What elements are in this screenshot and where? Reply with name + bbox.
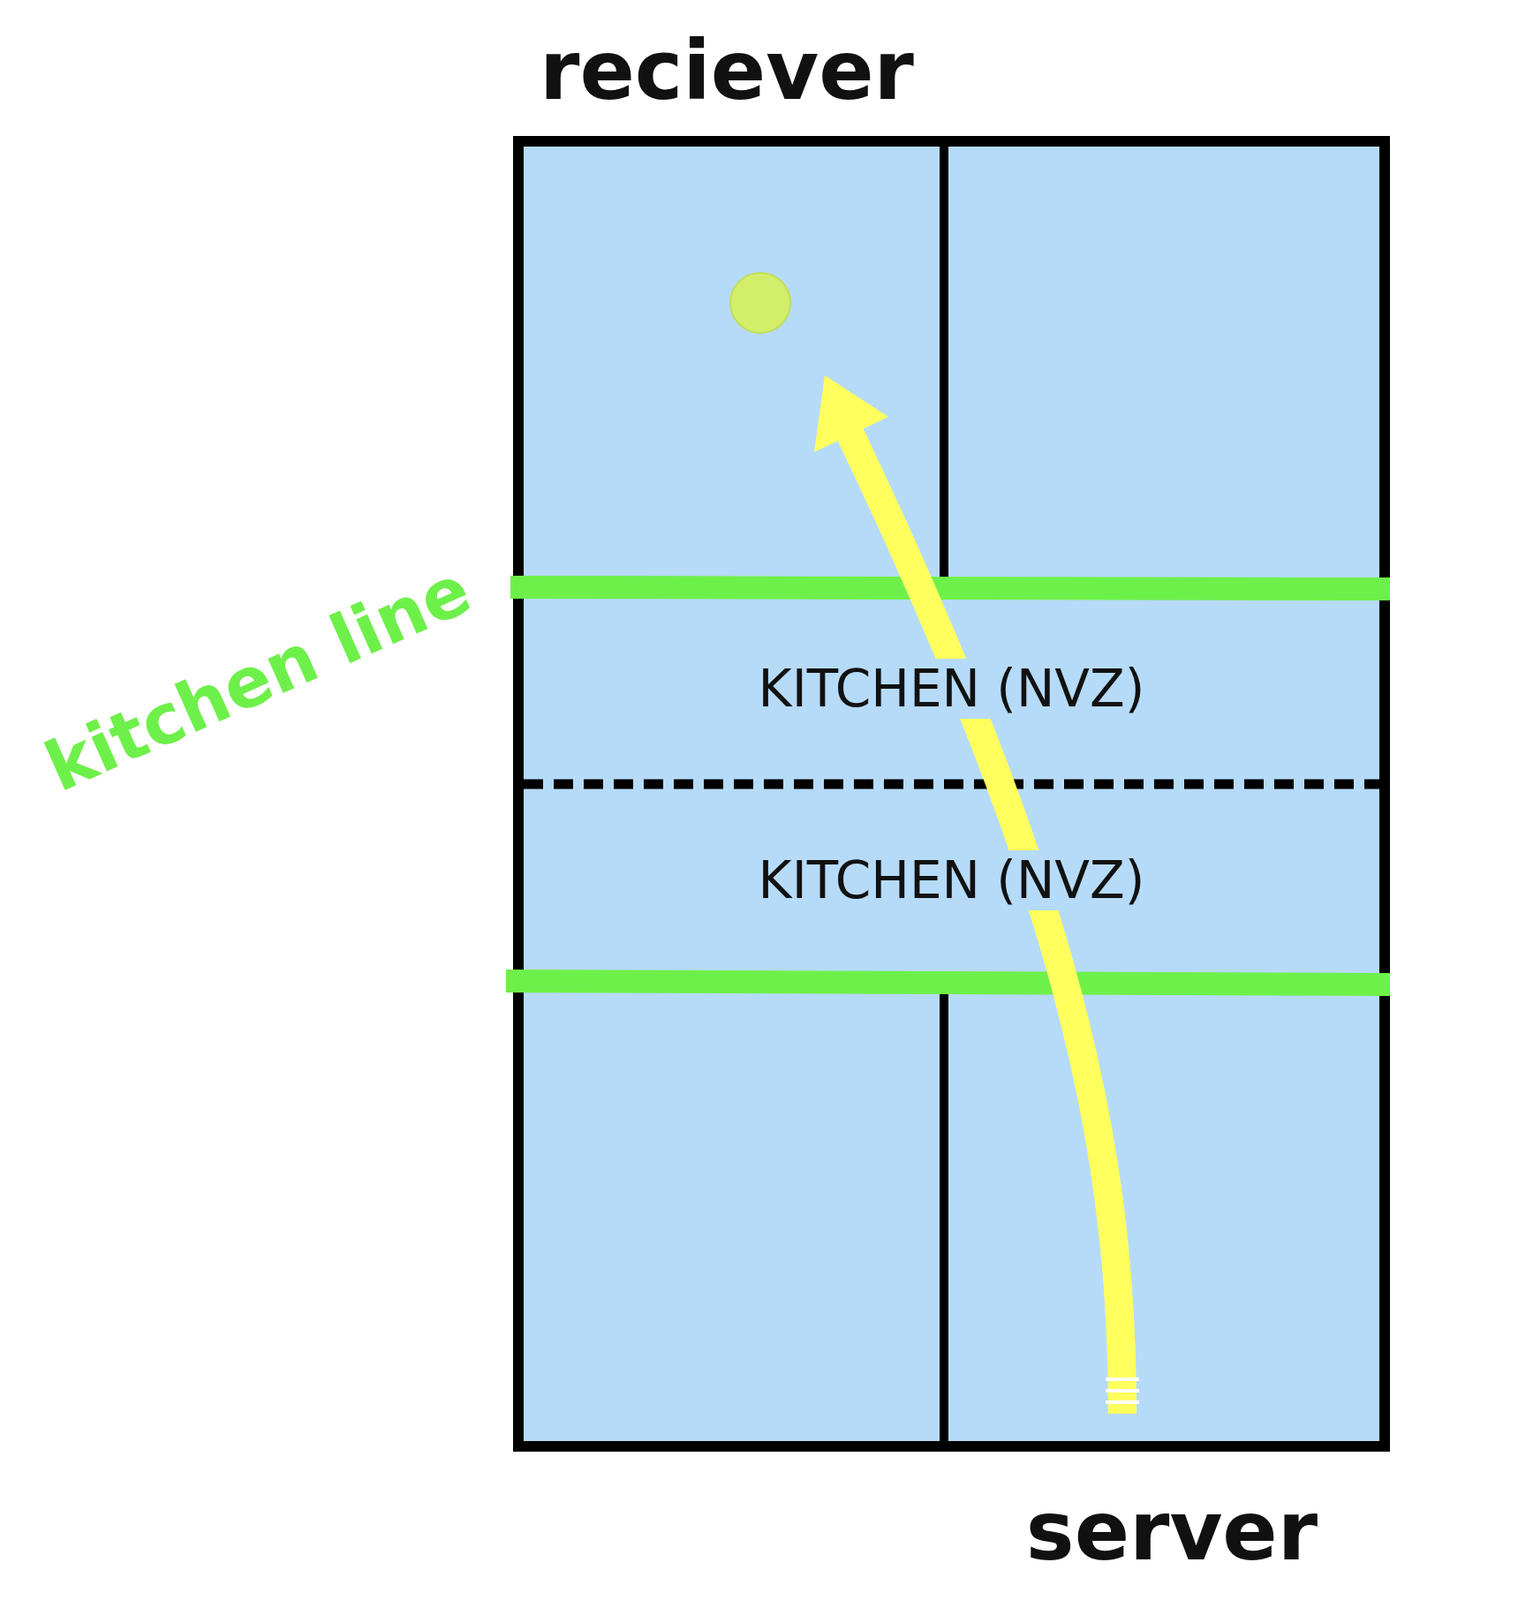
tail-stripe (1105, 1377, 1140, 1382)
court-outline (518, 141, 1385, 1447)
pickleball (730, 272, 791, 333)
kitchen-line (505, 981, 1390, 985)
player-label: reciever (539, 23, 914, 119)
zone-label: KITCHEN (NVZ) (753, 850, 1151, 911)
serve-arrowhead (814, 375, 889, 453)
kitchen-line (510, 587, 1390, 590)
center-line (939, 982, 949, 1447)
arrow-tail-stripes (1105, 1379, 1140, 1403)
kitchen-zone: KITCHEN (NVZ) (523, 789, 1380, 972)
kitchen-zone: KITCHEN (NVZ) (523, 598, 1380, 779)
tail-stripe (1105, 1389, 1140, 1393)
zone-label: KITCHEN (NVZ) (753, 658, 1151, 719)
kitchen-line-label: kitchen line (33, 549, 482, 808)
player-label: server (1026, 1484, 1318, 1579)
serve-arrow (849, 432, 1123, 1414)
tail-stripe (1105, 1400, 1140, 1405)
center-line (939, 141, 949, 588)
net-line (523, 779, 1389, 790)
